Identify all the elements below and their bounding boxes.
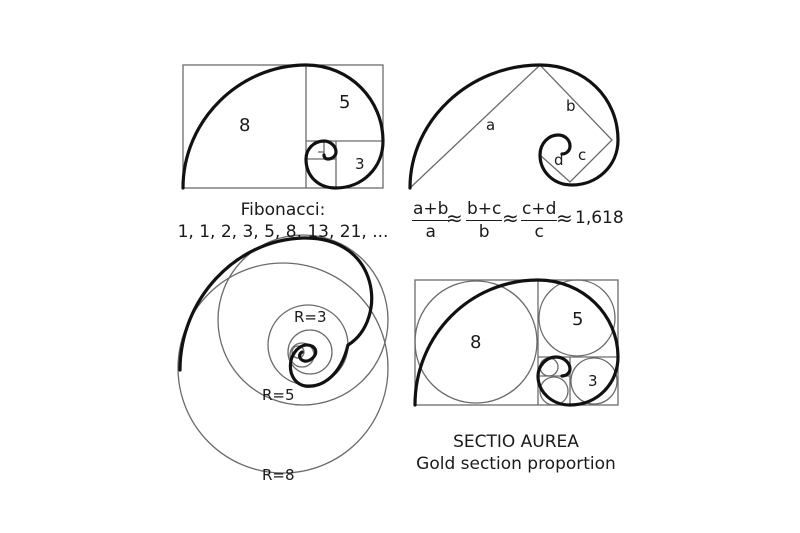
segment-label-d: d: [554, 151, 564, 169]
inscribed-circle-1: [539, 357, 559, 377]
fraction-numerator: a+b: [412, 199, 450, 221]
inscribed-circle-5: [538, 279, 616, 357]
square-label-8: 8: [239, 115, 251, 136]
sectio-aurea-spiral: [413, 278, 620, 407]
approx-symbol: ≈: [446, 206, 463, 230]
segment-lines: [409, 64, 613, 189]
fraction-a-plus-b-over-a: a+b a: [412, 199, 450, 242]
approx-symbol: ≈: [556, 206, 573, 230]
sectio-aurea-title: SECTIO AUREA: [453, 432, 579, 452]
radius-label-r3: R=3: [294, 308, 327, 326]
inscribed-circle-8: [414, 280, 538, 404]
approx-symbol: ≈: [502, 206, 519, 230]
square-label-3: 3: [355, 155, 365, 173]
segment-label-c: c: [578, 146, 587, 164]
fibonacci-rectangle-panel: [182, 64, 384, 189]
fraction-denominator: a: [425, 222, 436, 242]
segments-spiral: [408, 63, 620, 190]
fibonacci-title: Fibonacci:: [240, 200, 326, 220]
inscribed-circle-2: [539, 376, 569, 406]
fibonacci-spiral: [181, 63, 385, 190]
circle-r8: [177, 262, 389, 474]
segments-panel: [409, 64, 613, 189]
circles-panel: [177, 234, 389, 474]
circle-label-3: 3: [588, 372, 598, 390]
outer-rectangle: [182, 64, 384, 189]
fraction-c-plus-d-over-c: c+d c: [521, 199, 558, 242]
circle-r2: [287, 329, 333, 375]
square-label-5: 5: [339, 92, 351, 113]
fibonacci-sequence: 1, 1, 2, 3, 5, 8, 13, 21, ...: [177, 222, 389, 242]
circle-label-5: 5: [572, 309, 584, 330]
fraction-numerator: b+c: [466, 199, 503, 221]
golden-ratio-value: 1,618: [575, 208, 624, 228]
fraction-denominator: b: [478, 222, 490, 242]
radius-label-r5: R=5: [262, 386, 295, 404]
sectio-aurea-subtitle: Gold section proportion: [416, 454, 616, 474]
segment-label-b: b: [566, 97, 576, 115]
radius-label-r8: R=8: [262, 466, 295, 484]
segment-label-a: a: [486, 116, 496, 134]
inscribed-circle-3: [570, 357, 618, 405]
fraction-b-plus-c-over-b: b+c b: [466, 199, 503, 242]
circle-label-8: 8: [470, 332, 482, 353]
fraction-numerator: c+d: [521, 199, 558, 221]
circle-r5: [217, 234, 389, 406]
circles-spiral: [178, 236, 374, 388]
fraction-denominator: c: [534, 222, 544, 242]
circle-r-tiny: [291, 345, 305, 359]
